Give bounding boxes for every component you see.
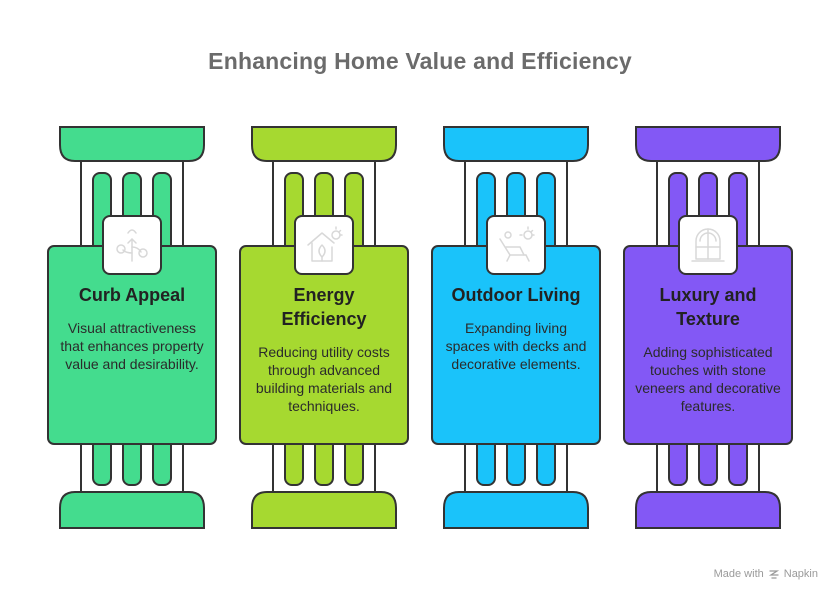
pillar-heading: Outdoor Living [451,285,581,305]
pillar-curb-appeal: Curb Appeal Visual attractiveness that e… [47,125,217,530]
napkin-logo-icon [768,570,779,579]
column-base [635,491,781,529]
column-base [59,491,205,529]
eco-house-sun-icon [307,226,343,262]
arched-window-icon [691,228,725,262]
icon-frame [678,215,738,275]
plant-growth-icon [116,229,148,262]
column-capital [443,126,589,162]
diagram-title: Enhancing Home Value and Efficiency [208,48,632,74]
pillar-description: Reducing utility costs through advanced … [255,344,393,414]
column-capital [59,126,205,162]
pillar-heading: Luxury and Texture [659,285,757,329]
pillar-heading: Curb Appeal [78,285,186,305]
pillar-energy-efficiency: Energy Efficiency Reducing utility costs… [239,125,409,530]
column-base [443,491,589,529]
pillar-heading: Energy Efficiency [281,285,367,329]
lounge-chair-sun-icon [499,226,535,262]
pillar-description: Expanding living spaces with decks and d… [445,320,587,372]
pillar-shape [623,126,793,529]
pillar-outdoor-living: Outdoor Living Expanding living spaces w… [431,125,601,530]
pillar-luxury-texture: Luxury and Texture Adding sophisticated … [623,125,793,530]
footer-text: Made with [713,568,764,580]
pillar-description: Visual attractiveness that enhances prop… [60,320,204,372]
column-base [251,491,397,529]
pillar-description: Adding sophisticated touches with stone … [635,344,781,414]
column-capital [635,126,781,162]
column-capital [251,126,397,162]
icon-frame [486,215,546,275]
icon-frame [294,215,354,275]
footer-brand: Napkin [783,568,818,580]
icon-frame [102,215,162,275]
made-with-napkin: Made with Napkin [714,568,818,580]
